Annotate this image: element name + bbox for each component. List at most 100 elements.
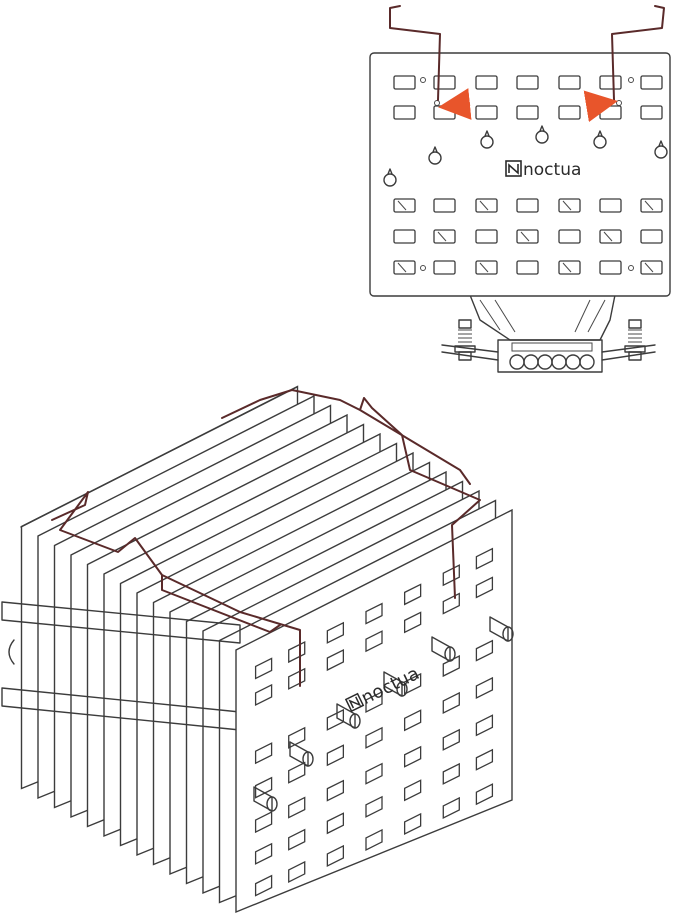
plate-slot [393, 75, 416, 90]
front-plate-slot [403, 709, 422, 732]
keyhole-notch [658, 140, 664, 147]
plate-slot [599, 75, 622, 90]
top-front-view: noctua [369, 5, 671, 373]
keyhole-notch [539, 125, 545, 132]
front-plate-slot [288, 761, 306, 784]
pin-hole [628, 77, 634, 83]
mounting-base [441, 294, 656, 373]
front-plate-slot [365, 726, 383, 749]
clip-pin-end [349, 713, 361, 729]
plate-slot [475, 105, 498, 120]
front-plate-slot [475, 714, 494, 737]
plate-slot [516, 198, 539, 213]
keyhole-notch [432, 146, 438, 153]
front-plate-slots [254, 547, 494, 897]
clip-pins [253, 616, 514, 812]
plate-slot [393, 229, 416, 244]
front-plate-slot [442, 691, 460, 714]
plate-slot [558, 198, 581, 213]
front-plate-slot [475, 547, 494, 570]
clip-pin-end [302, 751, 314, 767]
front-plate-slot [254, 811, 273, 834]
plate-slot [475, 260, 498, 275]
plate-slot [599, 260, 622, 275]
fan-clip-wire-left [389, 5, 441, 101]
front-plate-slot [442, 728, 460, 751]
plate-slot [475, 198, 498, 213]
plate-slot [599, 105, 622, 120]
plate-slot [433, 75, 456, 90]
slot-fin-edge [520, 231, 530, 242]
front-plate-slot [254, 874, 273, 897]
fan-clip-wire-front [51, 491, 301, 687]
plate-slot [558, 260, 581, 275]
brand-label: noctua [523, 160, 581, 180]
front-plate-slot [254, 842, 273, 865]
plate-slot [393, 260, 416, 275]
front-plate-slot [475, 783, 494, 806]
front-plate-slot [403, 672, 422, 696]
plate-slot [393, 105, 416, 120]
spring-screw-left [454, 319, 476, 361]
fan-clip-wire-back [221, 389, 481, 599]
slot-fin-edge [644, 262, 654, 273]
plate-slot [516, 260, 539, 275]
front-plate-slot [365, 690, 383, 713]
front-plate-slot [326, 621, 345, 644]
plate-slot [640, 260, 663, 275]
fin-plate-holes [383, 77, 668, 271]
slot-fin-edge [397, 262, 407, 273]
front-plate-slot [254, 683, 273, 707]
front-plate-slot [254, 657, 273, 680]
plate-slot [475, 75, 498, 90]
pin-hole [420, 265, 426, 271]
slot-fin-edge [437, 231, 447, 242]
plate-slot [558, 75, 581, 90]
front-plate-slot [365, 828, 383, 851]
clip-pin-end [266, 796, 278, 812]
keyhole [383, 173, 397, 187]
isometric-heatsink-view: noctua [1, 385, 514, 914]
keyhole-notch [597, 130, 603, 137]
fin-plate-slots [393, 75, 663, 275]
plate-slot [516, 229, 539, 244]
front-plate-slot [254, 776, 273, 799]
plate-slot [558, 229, 581, 244]
front-plate-slot [403, 812, 422, 835]
plate-slot [433, 198, 456, 213]
keyhole [428, 151, 442, 165]
slot-fin-edge [562, 262, 572, 273]
plate-slot [640, 229, 663, 244]
front-plate-slot [365, 762, 383, 785]
front-plate-slot [365, 630, 383, 653]
front-plate-slot [475, 639, 494, 662]
front-plate-slot [403, 583, 422, 606]
slot-fin-edge [479, 200, 489, 211]
slot-fin-edge [603, 231, 613, 242]
clip-pin-end [396, 681, 408, 697]
front-plate-slot [403, 745, 422, 768]
front-plate-slot [475, 576, 494, 599]
plate-slot [558, 105, 581, 120]
plate-slot [433, 229, 456, 244]
front-plate-slot [365, 602, 383, 625]
arrow-left-to-right [583, 90, 618, 123]
clip-pin-end [502, 626, 514, 642]
front-plate-slot [254, 742, 273, 765]
front-plate-slot [326, 744, 345, 767]
front-plate-slot [475, 676, 494, 700]
front-plate-slot [326, 844, 345, 867]
slot-fin-edge [644, 200, 654, 211]
keyhole-notch [387, 168, 393, 175]
plate-slot [599, 229, 622, 244]
front-plate-slot [403, 611, 422, 634]
plate-slot [640, 105, 663, 120]
plate-slot [433, 260, 456, 275]
slot-fin-edge [562, 200, 572, 211]
front-plate-slot [365, 795, 383, 818]
fin-stack-top-edge [20, 386, 298, 528]
front-plate-slot [288, 860, 306, 883]
plate-slot [516, 105, 539, 120]
heatpipe-ends [509, 354, 595, 370]
